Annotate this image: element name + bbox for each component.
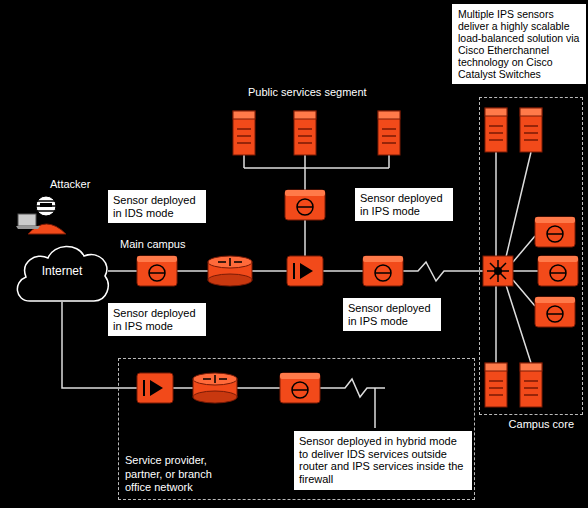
- node-text: Campus core: [509, 418, 574, 430]
- callout-box: Sensor deployed in IPS mode: [343, 298, 441, 331]
- node-text: Internet: [42, 264, 83, 278]
- node-text: Sensor deployed in IPS mode: [348, 302, 436, 327]
- attacker-figure: [16, 196, 66, 234]
- text-label: Attacker: [50, 178, 90, 190]
- network-wires: [108, 152, 538, 428]
- text-label: Main campus: [120, 238, 185, 250]
- callout-box: Sensor deployed in hybrid mode to delive…: [294, 431, 472, 490]
- callout-box: Sensor deployed in IPS mode: [108, 303, 206, 336]
- text-label: Public services segment: [248, 86, 367, 98]
- internet-cloud: Internet: [12, 240, 112, 302]
- node-text: Service provider, partner, or branch off…: [125, 454, 237, 494]
- node-text: Sensor deployed in IDS mode: [113, 194, 201, 219]
- node-text: Sensor deployed in IPS mode: [360, 192, 448, 217]
- branch-region: Service provider, partner, or branch off…: [118, 358, 475, 500]
- node-text: Multiple IPS sensors deliver a highly sc…: [458, 8, 580, 80]
- callout-box: Sensor deployed in IDS mode: [108, 190, 206, 223]
- callout-box: Sensor deployed in IPS mode: [355, 188, 453, 221]
- campus-region: Campus core: [479, 97, 583, 415]
- network-devices: [137, 108, 578, 407]
- note-box: Multiple IPS sensors deliver a highly sc…: [452, 4, 586, 84]
- node-text: Sensor deployed in IPS mode: [113, 307, 201, 332]
- node-text: Sensor deployed in hybrid mode to delive…: [299, 435, 467, 486]
